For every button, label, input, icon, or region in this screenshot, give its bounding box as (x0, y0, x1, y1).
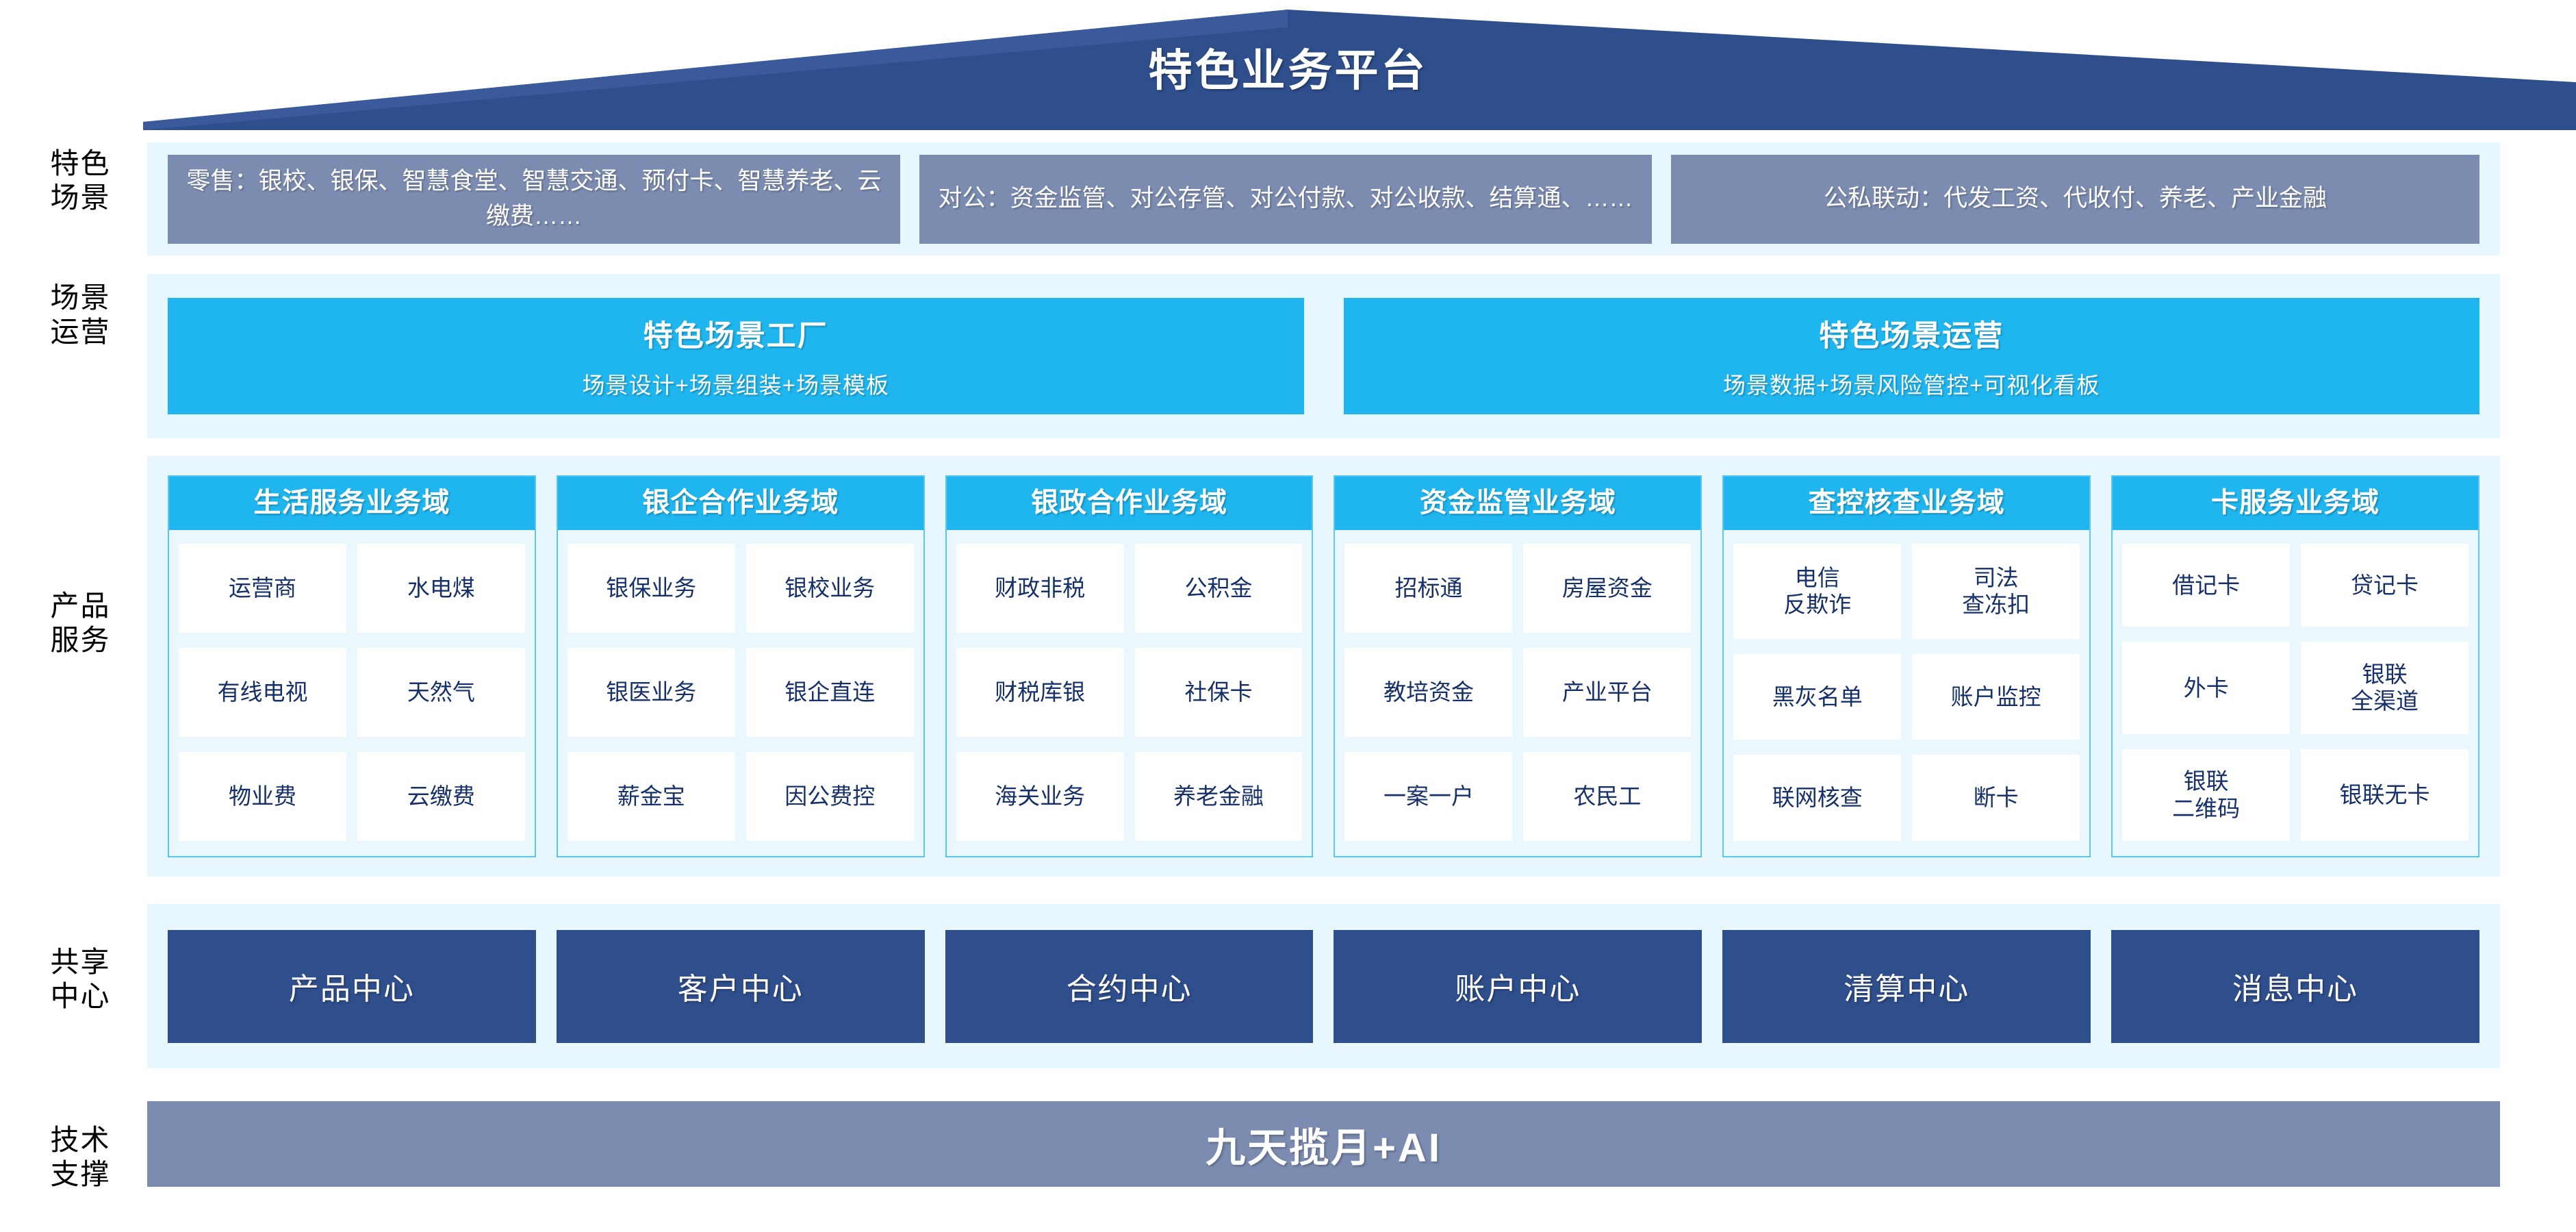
scenario-box-corporate[interactable]: 对公：资金监管、对公存管、对公付款、对公收款、结算通、…… (919, 154, 1652, 244)
domain-column-life-service: 生活服务业务域运营商水电煤有线电视天然气物业费云缴费 (168, 475, 536, 857)
domain-item[interactable]: 因公费控 (745, 752, 914, 841)
row-label-product-service: 产品 服务 (50, 590, 111, 656)
domain-title: 查控核查业务域 (1724, 477, 2090, 530)
domain-item-grid: 借记卡贷记卡外卡银联 全渠道银联 二维码银联无卡 (2113, 530, 2478, 856)
domain-item[interactable]: 天然气 (357, 648, 525, 737)
shared-center-contract-center[interactable]: 合约中心 (945, 929, 1314, 1043)
domain-item[interactable]: 银企直连 (745, 648, 914, 737)
row-label-operation: 场景 运营 (50, 281, 111, 348)
domain-item[interactable]: 联网核查 (1733, 755, 1902, 841)
page-title: 特色业务平台 (1148, 46, 1428, 95)
domain-item[interactable]: 农民工 (1523, 752, 1692, 841)
shared-center-clearing-center[interactable]: 清算中心 (1722, 929, 2091, 1043)
operation-title: 特色场景运营 (1819, 320, 2004, 353)
domain-item[interactable]: 外卡 (2122, 642, 2291, 734)
domain-column-inquiry-control: 查控核查业务域电信 反欺诈司法 查冻扣黑灰名单账户监控联网核查断卡 (1722, 475, 2091, 857)
domain-item[interactable]: 水电煤 (357, 544, 525, 633)
domain-item[interactable]: 社保卡 (1134, 648, 1303, 737)
shared-center-account-center[interactable]: 账户中心 (1334, 929, 1703, 1043)
domain-item[interactable]: 教培资金 (1344, 648, 1513, 737)
domain-item[interactable]: 云缴费 (357, 752, 525, 841)
domain-item[interactable]: 黑灰名单 (1733, 653, 1902, 740)
domain-item[interactable]: 招标通 (1344, 544, 1513, 633)
domain-title: 卡服务业务域 (2113, 477, 2478, 530)
domain-item[interactable]: 贷记卡 (2301, 544, 2469, 627)
row-label-shared-center: 共享 中心 (50, 946, 111, 1012)
row-label-tech-support: 技术 支撑 (50, 1124, 111, 1190)
domain-item[interactable]: 借记卡 (2122, 544, 2291, 627)
domain-title: 银政合作业务域 (946, 477, 1312, 530)
operation-subtitle: 场景设计+场景组装+场景模板 (582, 373, 890, 398)
domain-item[interactable]: 财政非税 (956, 544, 1124, 633)
domain-item[interactable]: 物业费 (179, 752, 346, 841)
domain-item[interactable]: 财税库银 (956, 648, 1124, 737)
operation-box-scene-factory[interactable]: 特色场景工厂 场景设计+场景组装+场景模板 (168, 298, 1304, 414)
domain-column-bank-enterprise: 银企合作业务域银保业务银校业务银医业务银企直连薪金宝因公费控 (556, 475, 925, 857)
domain-item[interactable]: 银医业务 (567, 648, 735, 737)
scenario-box-retail[interactable]: 零售：银校、银保、智慧食堂、智慧交通、预付卡、智慧养老、云缴费…… (168, 154, 900, 244)
domain-item-grid: 电信 反欺诈司法 查冻扣黑灰名单账户监控联网核查断卡 (1724, 530, 2089, 856)
shared-center-band: 产品中心客户中心合约中心账户中心清算中心消息中心 (147, 904, 2500, 1068)
product-service-band: 生活服务业务域运营商水电煤有线电视天然气物业费云缴费银企合作业务域银保业务银校业… (147, 456, 2500, 877)
operation-band: 特色场景工厂 场景设计+场景组装+场景模板 特色场景运营 场景数据+场景风险管控… (147, 274, 2500, 438)
domain-item[interactable]: 海关业务 (956, 752, 1124, 841)
operation-subtitle: 场景数据+场景风险管控+可视化看板 (1722, 373, 2100, 398)
domain-item[interactable]: 薪金宝 (567, 752, 735, 841)
domain-title: 银企合作业务域 (557, 477, 923, 530)
roof-shape-icon (143, 10, 2576, 130)
domain-item[interactable]: 银校业务 (745, 544, 914, 633)
domain-item[interactable]: 账户监控 (1912, 653, 2080, 740)
domain-item[interactable]: 银保业务 (567, 544, 735, 633)
operation-title: 特色场景工厂 (643, 320, 828, 353)
domain-item[interactable]: 电信 反欺诈 (1733, 544, 1902, 639)
domain-title: 生活服务业务域 (169, 477, 535, 530)
shared-center-customer-center[interactable]: 客户中心 (556, 929, 925, 1043)
domain-item[interactable]: 运营商 (179, 544, 346, 633)
domain-column-card-service: 卡服务业务域借记卡贷记卡外卡银联 全渠道银联 二维码银联无卡 (2111, 475, 2479, 857)
domain-item[interactable]: 银联 全渠道 (2301, 642, 2469, 734)
shared-center-product-center[interactable]: 产品中心 (168, 929, 536, 1043)
domain-item-grid: 运营商水电煤有线电视天然气物业费云缴费 (169, 530, 535, 856)
domain-item[interactable]: 断卡 (1912, 755, 2080, 841)
row-label-scenario: 特色 场景 (50, 147, 111, 214)
domain-item[interactable]: 养老金融 (1134, 752, 1303, 841)
operation-box-scene-operation[interactable]: 特色场景运营 场景数据+场景风险管控+可视化看板 (1343, 298, 2479, 414)
domain-item[interactable]: 银联 二维码 (2122, 749, 2291, 841)
domain-title: 资金监管业务域 (1335, 477, 1701, 530)
domain-item-grid: 财政非税公积金财税库银社保卡海关业务养老金融 (947, 530, 1312, 856)
domain-column-bank-government: 银政合作业务域财政非税公积金财税库银社保卡海关业务养老金融 (945, 475, 1314, 857)
domain-item[interactable]: 司法 查冻扣 (1912, 544, 2080, 639)
domain-item[interactable]: 产业平台 (1523, 648, 1692, 737)
domain-item[interactable]: 有线电视 (179, 648, 346, 737)
platform-roof: 特色业务平台 (0, 0, 2576, 140)
tech-support-bar[interactable]: 九天揽月+AI (147, 1101, 2500, 1187)
domain-item-grid: 招标通房屋资金教培资金产业平台一案一户农民工 (1335, 530, 1700, 856)
scenario-box-public-private[interactable]: 公私联动：代发工资、代收付、养老、产业金融 (1671, 154, 2479, 244)
domain-item[interactable]: 银联无卡 (2301, 749, 2469, 841)
domain-column-fund-supervision: 资金监管业务域招标通房屋资金教培资金产业平台一案一户农民工 (1334, 475, 1703, 857)
domain-item[interactable]: 房屋资金 (1523, 544, 1692, 633)
scenario-band: 零售：银校、银保、智慧食堂、智慧交通、预付卡、智慧养老、云缴费…… 对公：资金监… (147, 142, 2500, 255)
domain-item-grid: 银保业务银校业务银医业务银企直连薪金宝因公费控 (558, 530, 923, 856)
shared-center-message-center[interactable]: 消息中心 (2111, 929, 2479, 1043)
domain-item[interactable]: 公积金 (1134, 544, 1303, 633)
domain-item[interactable]: 一案一户 (1344, 752, 1513, 841)
